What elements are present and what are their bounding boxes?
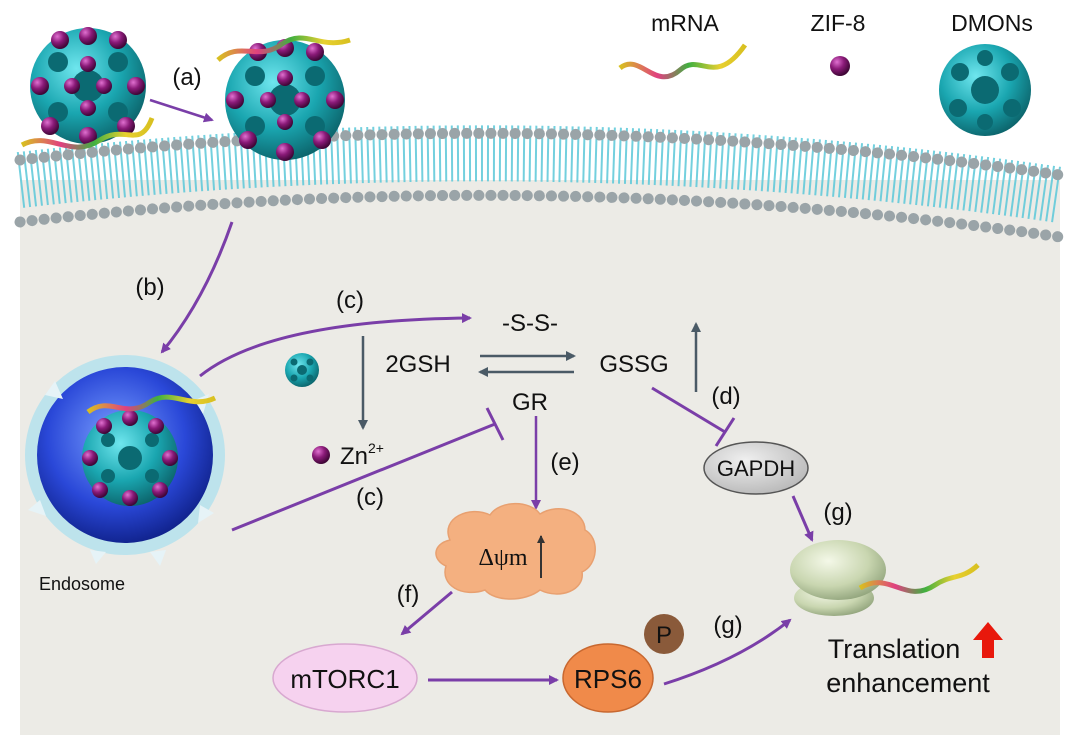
legend-dmons-particle (939, 44, 1031, 136)
step-d-label: (d) (711, 383, 740, 410)
mtorc1-label: mTORC1 (290, 664, 399, 694)
rps6-node (562, 643, 654, 713)
arrow-c-top (199, 313, 472, 378)
step-c-bottom-label: (c) (356, 484, 384, 511)
arrow-d-bar (714, 417, 736, 447)
translation-label-line2: enhancement (826, 668, 990, 698)
legend-zif8-label: ZIF-8 (811, 10, 866, 36)
arrow-c-bottom-bar (485, 407, 505, 441)
phospho-label: P (656, 622, 672, 649)
mitochondrion-node: Δψm (435, 502, 596, 600)
delta-psi-m-label: Δψm (478, 545, 527, 571)
nanoparticle-at-membrane (216, 35, 351, 161)
step-e-label: (e) (550, 449, 579, 476)
gsh-label: 2GSH (385, 351, 450, 378)
legend-zif8-particle (830, 56, 850, 76)
gssg-label: GSSG (599, 351, 668, 378)
cell-membrane (14, 125, 1066, 243)
step-g-bottom-label: (g) (713, 612, 742, 639)
arrow-g-bottom (663, 618, 792, 686)
arrow-d (651, 386, 726, 434)
nanoparticle-at-membrane-mrna (216, 35, 351, 62)
dmon-fragment (285, 353, 319, 387)
legend: mRNA ZIF-8 DMONs (618, 10, 1033, 136)
legend-dmons-label: DMONs (951, 10, 1033, 36)
nanoparticle-outside (20, 27, 155, 150)
mtorc1-node (272, 643, 418, 713)
nanoparticle-outside-mrna (20, 117, 155, 150)
translation-up-red-arrow (973, 622, 1003, 658)
legend-mrna-label: mRNA (651, 10, 719, 36)
arrow-a (149, 98, 214, 123)
legend-mrna-strand (618, 43, 748, 80)
step-b-label: (b) (135, 274, 164, 301)
step-a-label: (a) (172, 64, 201, 91)
translation-label-line1: Translation (828, 634, 961, 664)
gapdh-node (703, 441, 809, 495)
phospho-node (644, 614, 684, 654)
endosome-mrna (86, 394, 217, 415)
membrane-inner-heads (14, 189, 1066, 243)
zn-ion (312, 446, 330, 464)
membrane-outer-heads (14, 127, 1066, 181)
disulfide-label: -S-S- (502, 310, 558, 337)
arrow-c-bottom (231, 422, 496, 532)
step-g-top-label: (g) (823, 499, 852, 526)
zn-label: Zn2+ (340, 440, 384, 470)
ribosome-mrna (858, 563, 980, 594)
step-c-top-label: (c) (336, 287, 364, 314)
arrow-f (400, 590, 453, 636)
step-f-label: (f) (397, 581, 420, 608)
endosome: Endosome (25, 355, 225, 594)
arrow-g-top (791, 495, 814, 542)
rps6-label: RPS6 (574, 664, 642, 694)
gapdh-label: GAPDH (717, 456, 795, 481)
gr-label: GR (512, 389, 548, 416)
endosome-label: Endosome (39, 574, 125, 594)
arrow-b (160, 221, 234, 354)
ribosome (790, 540, 980, 616)
